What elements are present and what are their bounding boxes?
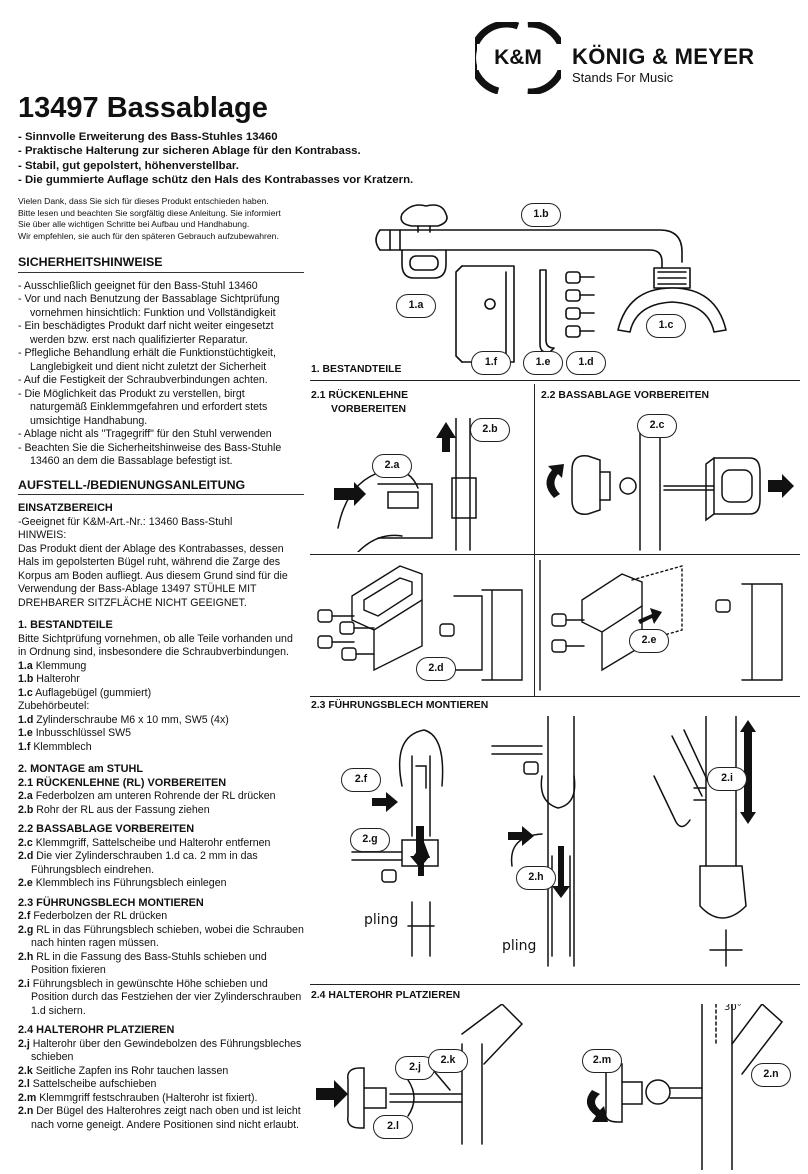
figure-2-2 [546, 420, 794, 551]
label-2e: 2.e [629, 629, 669, 653]
figure-2-2-screws [317, 560, 783, 691]
step-item: 2.k Seitliche Zapfen ins Rohr tauchen la… [18, 1064, 229, 1077]
fig-caption-2-4: 2.4 HALTEROHR PLATZIEREN [311, 990, 461, 1001]
part-item: 1.f Klemmblech [18, 740, 92, 753]
thanks-line: Sie über alle wichtigen Schritte bei Auf… [18, 219, 250, 230]
step-item: 2.e Klemmblech ins Führungsblech einlege… [18, 877, 227, 889]
svg-text:K&M: K&M [494, 46, 542, 69]
brand-name: KÖNIG & MEYER [572, 44, 755, 69]
label-2m: 2.m [582, 1049, 622, 1073]
fig-caption-parts: 1. BESTANDTEILE [311, 364, 402, 375]
safety-item: - Pflegliche Behandlung erhält die Funkt… [18, 347, 276, 373]
figure-2-3: pling pling [351, 716, 756, 967]
label-2c: 2.c [637, 414, 677, 438]
step-item: 2.a Federbolzen am unteren Rohrende der … [18, 790, 276, 802]
label-1f: 1.f [471, 351, 511, 375]
setup-heading: AUFSTELL-/BEDIENUNGSANLEITUNG [18, 478, 304, 495]
s22-heading: 2.2 BASSABLAGE VORBEREITEN [18, 823, 195, 835]
step-item: 2.c Klemmgriff, Sattelscheibe und Halter… [18, 836, 271, 849]
step-item: 2.n Der Bügel des Halterohres zeigt nach… [18, 1105, 301, 1131]
km-logo: K&M [475, 22, 561, 94]
label-2b: 2.b [470, 418, 510, 442]
safety-item: - Vor und nach Benutzung der Bassablage … [18, 293, 280, 319]
label-1b: 1.b [521, 203, 561, 227]
page-title: 13497 Bassablage [18, 92, 268, 124]
label-2a: 2.a [372, 454, 412, 478]
parts-illustration [375, 204, 727, 363]
label-2i: 2.i [707, 767, 747, 791]
step-item: 2.m Klemmgriff festschrauben (Halterohr … [18, 1091, 258, 1104]
scope-note: Das Produkt dient der Ablage des Kontrab… [18, 542, 288, 609]
step-item: 2.h RL in die Fassung des Bass-Stuhls sc… [18, 950, 267, 977]
step-item: 2.d Die vier Zylinderschrauben 1.d ca. 2… [18, 850, 258, 876]
figure-2-1 [334, 418, 477, 552]
label-2h: 2.h [516, 866, 556, 890]
intro-bullets: - Sinnvolle Erweiterung des Bass-Stuhles… [18, 130, 438, 188]
safety-item: - Auf die Festigkeit der Schraubverbindu… [18, 374, 268, 386]
scope-line: -Geeignet für K&M-Art.-Nr.: 13460 Bass-S… [18, 515, 233, 528]
thanks-line: Wir empfehlen, sie auch für den späteren… [18, 231, 279, 242]
thanks-line: Vielen Dank, dass Sie sich für dieses Pr… [18, 196, 269, 206]
label-2d: 2.d [416, 657, 456, 681]
angle-label: 30° [724, 1004, 742, 1013]
intro-line: - Sinnvolle Erweiterung des Bass-Stuhles… [18, 131, 278, 143]
label-1d: 1.d [566, 351, 606, 375]
label-1e: 1.e [523, 351, 563, 375]
label-2l: 2.l [373, 1115, 413, 1139]
safety-item: - Ausschließlich geeignet für den Bass-S… [18, 279, 258, 292]
figure-2-4: 30° [316, 1004, 784, 1170]
safety-item: - Ein beschädigtes Produkt darf nicht we… [18, 320, 274, 346]
intro-line: - Die gummierte Auflage schütz den Hals … [18, 174, 414, 187]
scope-line: HINWEIS: [18, 529, 67, 541]
label-2n: 2.n [751, 1063, 791, 1087]
safety-item: - Die Möglichkeit das Produkt zu verstel… [18, 387, 268, 427]
safety-heading: SICHERHEITSHINWEISE [18, 255, 304, 273]
safety-item: - Beachten Sie die Sicherheitshinweise d… [18, 441, 282, 468]
mount-heading: 2. MONTAGE am STUHL [18, 763, 144, 775]
part-item: 1.c Auflagebügel (gummiert) [18, 686, 152, 699]
part-item: Zubehörbeutel: [18, 700, 90, 712]
s23-heading: 2.3 FÜHRUNGSBLECH MONTIEREN [18, 896, 204, 909]
step-item: 2.g RL in das Führungsblech schieben, wo… [18, 923, 304, 950]
intro-line: - Praktische Halterung zur sicheren Abla… [18, 145, 361, 158]
thanks-line: Bitte lesen und beachten Sie sorgfältig … [18, 207, 281, 218]
label-1c: 1.c [646, 314, 686, 338]
label-2k: 2.k [428, 1049, 468, 1073]
fig-caption-2-1b: VORBEREITEN [331, 404, 407, 415]
pling-sound-1: pling [364, 912, 398, 928]
step-item: 2.j Halterohr über den Gewindebolzen des… [18, 1037, 302, 1064]
s21-heading: 2.1 RÜCKENLEHNE (RL) VORBEREITEN [18, 776, 227, 789]
parts-heading: 1. BESTANDTEILE [18, 619, 113, 631]
fig-caption-2-3: 2.3 FÜHRUNGSBLECH MONTIEREN [311, 700, 489, 711]
step-item: 2.f Federbolzen der RL drücken [18, 910, 168, 922]
part-item: 1.e Inbusschlüssel SW5 [18, 727, 132, 739]
fig-caption-2-2: 2.2 BASSABLAGE VORBEREITEN [541, 390, 710, 401]
pling-sound-2: pling [502, 938, 536, 954]
fig-caption-2-1: 2.1 RÜCKENLEHNE [311, 390, 408, 401]
scope-heading: EINSATZBEREICH [18, 502, 113, 514]
step-item: 2.b Rohr der RL aus der Fassung ziehen [18, 803, 210, 816]
step-item: 2.i Führungsblech in gewünschte Höhe sch… [18, 977, 302, 1017]
safety-item: - Ablage nicht als "Tragegriff" für den … [18, 428, 272, 440]
parts-intro: Bitte Sichtprüfung vornehmen, ob alle Te… [18, 632, 293, 659]
instructions-column: SICHERHEITSHINWEISE - Ausschließlich gee… [18, 250, 304, 1132]
part-item: 1.d Zylinderschraube M6 x 10 mm, SW5 (4x… [18, 713, 229, 726]
brand-tagline: Stands For Music [572, 70, 674, 85]
label-2f: 2.f [341, 768, 381, 792]
label-2g: 2.g [350, 828, 390, 852]
intro-line: - Stabil, gut gepolstert, höhenverstellb… [18, 159, 239, 172]
thank-you-note: Vielen Dank, dass Sie sich für dieses Pr… [18, 196, 338, 243]
step-item: 2.l Sattelscheibe aufschieben [18, 1078, 157, 1090]
part-item: 1.a Klemmung [18, 659, 87, 672]
label-1a: 1.a [396, 294, 436, 318]
s24-heading: 2.4 HALTEROHR PLATZIEREN [18, 1024, 175, 1036]
part-item: 1.b Halterohr [18, 673, 80, 685]
